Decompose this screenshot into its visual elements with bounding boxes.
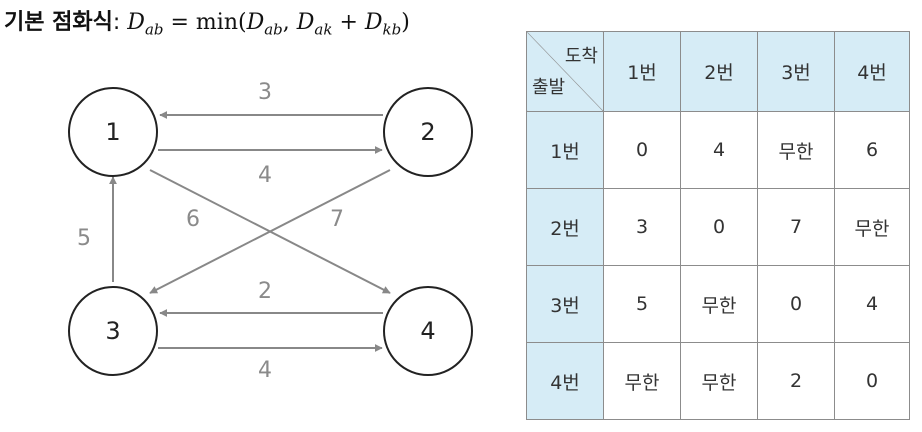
table-cell: 무한 — [680, 342, 758, 420]
recurrence-formula: 기본 점화식: Dab = min(Dab, Dak + Dkb) — [4, 4, 410, 38]
table-header-row: 도착 출발 1번 2번 3번 4번 — [526, 31, 910, 112]
graph-diagram: 3 4 5 6 7 2 4 1 2 3 4 — [68, 80, 473, 383]
row-header: 4번 — [526, 342, 604, 420]
node-2: 2 — [383, 87, 473, 177]
node-1: 1 — [68, 87, 158, 177]
table-cell: 무한 — [834, 188, 910, 266]
table-row: 1번 0 4 무한 6 — [526, 111, 910, 189]
col-header: 4번 — [834, 31, 910, 112]
weight-3-to-4: 4 — [258, 358, 272, 383]
node-2-label: 2 — [420, 118, 435, 146]
formula-comma: , — [282, 10, 290, 35]
distance-table: 도착 출발 1번 2번 3번 4번 1번 0 4 무한 6 2번 3 0 7 무… — [526, 31, 910, 420]
node-4-label: 4 — [420, 317, 435, 345]
weight-4-to-3: 2 — [258, 279, 272, 304]
corner-departure-label: 출발 — [532, 77, 566, 98]
table-cell: 무한 — [757, 111, 835, 189]
row-header: 1번 — [526, 111, 604, 189]
row-header: 3번 — [526, 265, 604, 343]
table-cell: 무한 — [603, 342, 681, 420]
formula-arg3-sub: kb — [382, 20, 402, 39]
formula-lhs-sub: ab — [144, 20, 164, 39]
formula-arg3-symbol: D — [364, 10, 383, 35]
table-cell: 무한 — [680, 265, 758, 343]
node-3-label: 3 — [105, 317, 120, 345]
table-row: 4번 무한 무한 2 0 — [526, 342, 910, 420]
table-cell: 2 — [757, 342, 835, 420]
row-header: 2번 — [526, 188, 604, 266]
col-header: 1번 — [603, 31, 681, 112]
formula-close-paren: ) — [401, 10, 410, 35]
table-cell: 4 — [834, 265, 910, 343]
formula-plus: + — [339, 10, 358, 35]
table-cell: 0 — [603, 111, 681, 189]
weight-1-to-2: 4 — [258, 163, 272, 188]
weight-2-to-1: 3 — [258, 80, 272, 105]
table-cell: 0 — [680, 188, 758, 266]
table-cell: 4 — [680, 111, 758, 189]
table-cell: 3 — [603, 188, 681, 266]
table-row: 2번 3 0 7 무한 — [526, 188, 910, 266]
table-cell: 0 — [834, 342, 910, 420]
formula-min: min( — [195, 10, 247, 35]
weight-3-to-1: 5 — [77, 226, 91, 251]
node-1-label: 1 — [105, 118, 120, 146]
col-header: 3번 — [757, 31, 835, 112]
node-4: 4 — [383, 286, 473, 376]
formula-equals: = — [170, 10, 189, 35]
formula-arg1-symbol: D — [246, 10, 265, 35]
weight-1-to-4: 6 — [186, 207, 200, 232]
col-header: 2번 — [680, 31, 758, 112]
formula-lhs-symbol: D — [127, 10, 145, 35]
weight-2-to-3: 7 — [330, 207, 344, 232]
table-cell: 0 — [757, 265, 835, 343]
formula-expression: Dab = min(Dab, Dak + Dkb) — [127, 10, 410, 39]
table-cell: 6 — [834, 111, 910, 189]
table-cell: 5 — [603, 265, 681, 343]
formula-label: 기본 점화식 — [4, 10, 113, 35]
table-cell: 7 — [757, 188, 835, 266]
table-row: 3번 5 무한 0 4 — [526, 265, 910, 343]
formula-arg2-symbol: D — [296, 10, 315, 35]
formula-arg2-sub: ak — [314, 20, 333, 39]
table-corner-cell: 도착 출발 — [526, 31, 604, 112]
corner-arrival-label: 도착 — [564, 46, 598, 67]
edge-2-to-3 — [149, 169, 391, 294]
node-3: 3 — [68, 286, 158, 376]
formula-colon: : — [112, 10, 121, 35]
formula-arg1-sub: ab — [264, 20, 283, 39]
